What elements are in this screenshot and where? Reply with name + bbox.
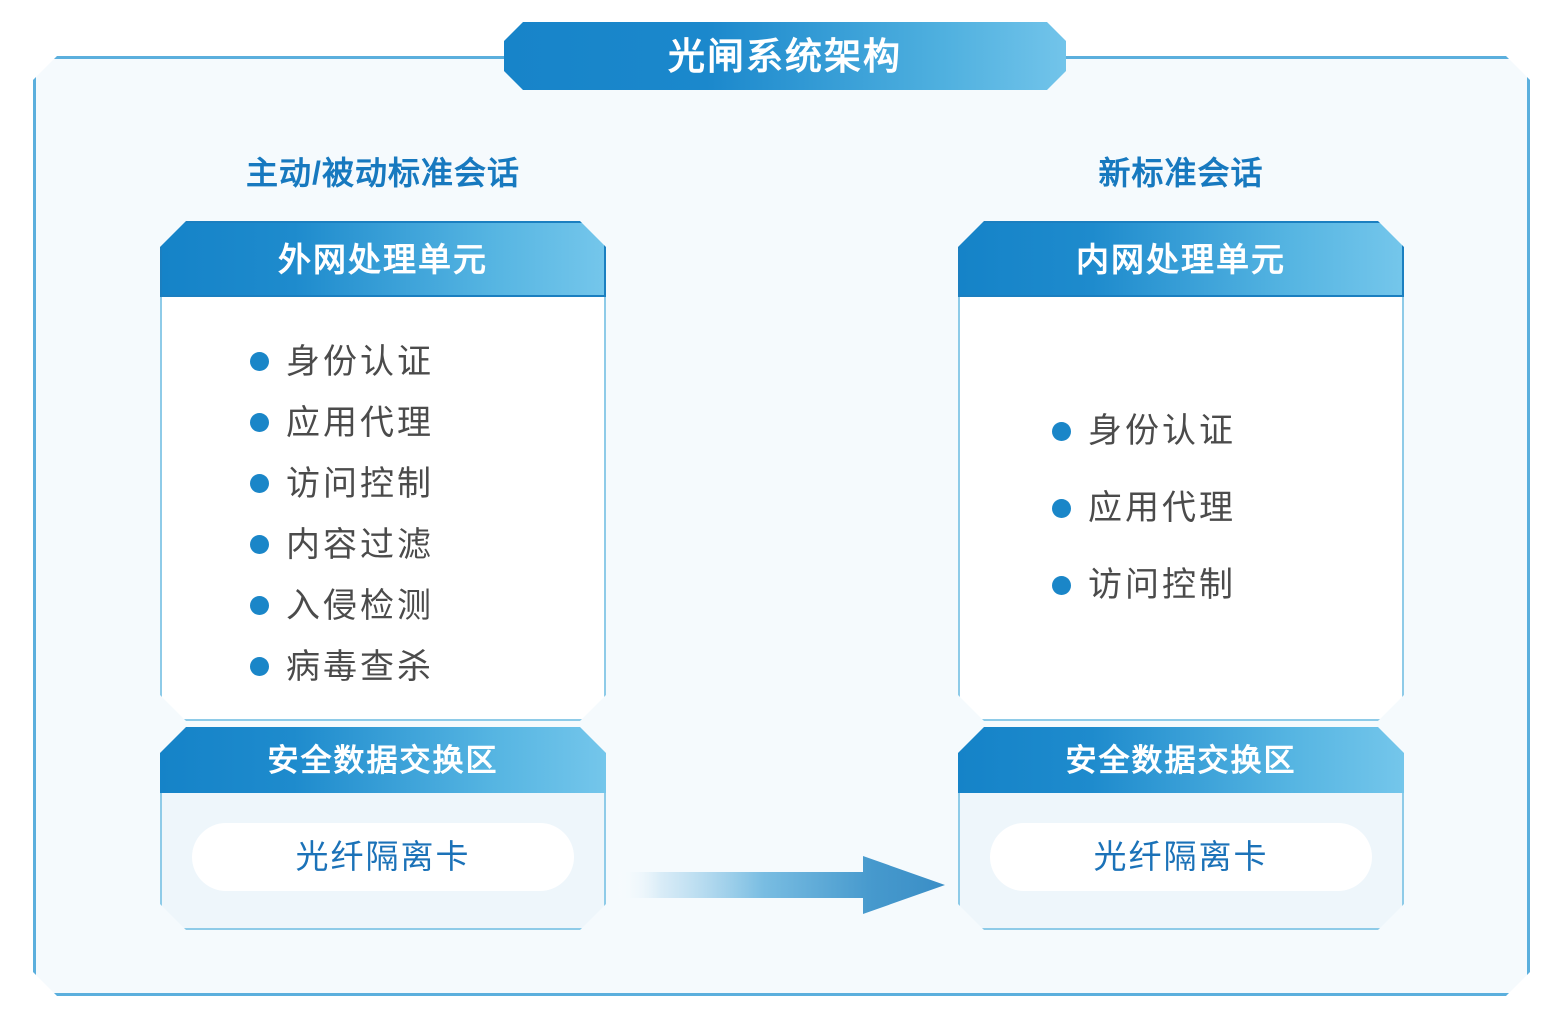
bullet-dot-icon bbox=[1052, 422, 1071, 441]
fiber-isolation-card-left: 光纤隔离卡 bbox=[192, 823, 574, 891]
column-left-title: 主动/被动标准会话 bbox=[246, 155, 520, 191]
card-internal-processing-unit: 内网处理单元 身份认证 应用代理 访问控制 bbox=[958, 221, 1404, 721]
bullet-dot-icon bbox=[250, 596, 269, 615]
list-item: 身份认证 bbox=[960, 393, 1402, 470]
list-item-label: 病毒查杀 bbox=[286, 647, 434, 686]
card-external-processing-unit-header: 外网处理单元 bbox=[160, 221, 606, 297]
exchange-zone-right-body: 光纤隔离卡 bbox=[958, 793, 1404, 930]
list-item-label: 身份认证 bbox=[286, 342, 434, 381]
bullet-dot-icon bbox=[1052, 576, 1071, 595]
bullet-dot-icon bbox=[1052, 499, 1071, 518]
list-item: 应用代理 bbox=[960, 470, 1402, 547]
list-item-label: 应用代理 bbox=[1088, 489, 1236, 527]
list-item: 访问控制 bbox=[960, 547, 1402, 624]
exchange-zone-left: 安全数据交换区 光纤隔离卡 bbox=[160, 727, 606, 930]
list-item-label: 入侵检测 bbox=[286, 586, 434, 625]
bullet-dot-icon bbox=[250, 413, 269, 432]
exchange-zone-left-header: 安全数据交换区 bbox=[160, 727, 606, 793]
fiber-isolation-card-right: 光纤隔离卡 bbox=[990, 823, 1372, 891]
card-header-label: 外网处理单元 bbox=[278, 240, 488, 278]
card-internal-processing-unit-body: 身份认证 应用代理 访问控制 bbox=[958, 297, 1404, 721]
fiber-isolation-card-label: 光纤隔离卡 bbox=[1093, 838, 1269, 875]
bullet-dot-icon bbox=[250, 474, 269, 493]
diagram-title-banner: 光闸系统架构 bbox=[504, 22, 1066, 90]
card-internal-processing-unit-header: 内网处理单元 bbox=[958, 221, 1404, 297]
exchange-header-label: 安全数据交换区 bbox=[1065, 742, 1297, 778]
column-left: 主动/被动标准会话 外网处理单元 身份认证 应用代理 bbox=[160, 148, 606, 930]
exchange-header-label: 安全数据交换区 bbox=[267, 742, 499, 778]
feature-list-left: 身份认证 应用代理 访问控制 内容过滤 bbox=[162, 297, 604, 725]
card-external-processing-unit: 外网处理单元 身份认证 应用代理 访问控制 bbox=[160, 221, 606, 721]
bullet-dot-icon bbox=[250, 535, 269, 554]
list-item: 病毒查杀 bbox=[162, 636, 604, 697]
arrow-right-icon bbox=[615, 856, 945, 914]
feature-list-right: 身份认证 应用代理 访问控制 bbox=[960, 297, 1402, 719]
list-item-label: 应用代理 bbox=[286, 403, 434, 442]
page-title: 光闸系统架构 bbox=[668, 35, 902, 77]
list-item: 应用代理 bbox=[162, 392, 604, 453]
list-item-label: 身份认证 bbox=[1088, 412, 1236, 450]
list-item-label: 内容过滤 bbox=[286, 525, 434, 564]
list-item-label: 访问控制 bbox=[286, 464, 434, 503]
column-right-title: 新标准会话 bbox=[1098, 155, 1264, 191]
exchange-zone-right: 安全数据交换区 光纤隔离卡 bbox=[958, 727, 1404, 930]
list-item: 内容过滤 bbox=[162, 514, 604, 575]
column-right: 新标准会话 内网处理单元 身份认证 应用代理 bbox=[958, 148, 1404, 930]
bullet-dot-icon bbox=[250, 352, 269, 371]
fiber-isolation-card-label: 光纤隔离卡 bbox=[295, 838, 471, 875]
card-body-fill bbox=[164, 297, 602, 717]
exchange-zone-left-body: 光纤隔离卡 bbox=[160, 793, 606, 930]
card-header-label: 内网处理单元 bbox=[1076, 240, 1286, 278]
list-item: 访问控制 bbox=[162, 453, 604, 514]
bullet-dot-icon bbox=[250, 657, 269, 676]
list-item: 身份认证 bbox=[162, 331, 604, 392]
list-item: 入侵检测 bbox=[162, 575, 604, 636]
exchange-zone-right-header: 安全数据交换区 bbox=[958, 727, 1404, 793]
card-external-processing-unit-body: 身份认证 应用代理 访问控制 内容过滤 bbox=[160, 297, 606, 721]
list-item-label: 访问控制 bbox=[1088, 566, 1236, 604]
card-body-fill bbox=[962, 297, 1400, 717]
